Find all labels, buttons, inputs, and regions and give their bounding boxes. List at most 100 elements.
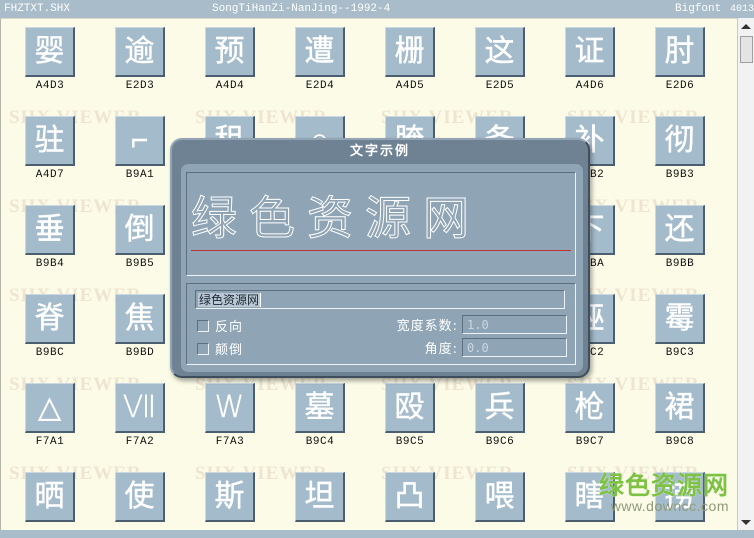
glyph-button[interactable]: 遭 — [295, 27, 345, 77]
glyph-button[interactable]: 驻 — [25, 116, 75, 166]
glyph-code-label: F7A3 — [215, 436, 245, 448]
glyph-cell[interactable]: Ⅶ F7A2 — [95, 383, 185, 448]
glyph-button[interactable]: 焦 — [115, 294, 165, 344]
glyph-button[interactable]: 坦 — [295, 472, 345, 522]
glyph-cell[interactable]: 还 B9BB — [635, 205, 725, 270]
angle-row: 角度: 0.0 — [425, 338, 567, 357]
glyph-button[interactable]: 还 — [655, 205, 705, 255]
glyph-character: 霉 — [664, 300, 695, 336]
glyph-cell[interactable]: ⌐B9A1 — [95, 116, 185, 181]
glyph-button[interactable]: 栅 — [385, 27, 435, 77]
glyph-button[interactable]: △ — [25, 383, 75, 433]
glyph-button[interactable]: 证 — [565, 27, 615, 77]
glyph-button[interactable]: 霉 — [655, 294, 705, 344]
glyph-code-label: A4D6 — [575, 80, 605, 92]
glyph-cell[interactable]: △F7A1 — [5, 383, 95, 448]
upsidedown-checkbox[interactable] — [197, 342, 209, 355]
glyph-code-label: F7A2 — [125, 436, 155, 448]
glyph-button[interactable]: 瞎 — [565, 472, 615, 522]
glyph-button[interactable]: 捞 — [655, 472, 705, 522]
glyph-cell[interactable]: 使 — [95, 472, 185, 525]
sample-text-input[interactable]: 绿色资源网 — [195, 290, 565, 309]
glyph-button[interactable]: 肘 — [655, 27, 705, 77]
text-preview-area: 绿色资源网 — [186, 172, 576, 276]
glyph-button[interactable]: W — [205, 383, 255, 433]
glyph-cell[interactable]: 斯 — [185, 472, 275, 525]
glyph-cell[interactable]: 证 A4D6 — [545, 27, 635, 92]
glyph-character: 婴 — [34, 33, 65, 69]
glyph-button[interactable]: 裙 — [655, 383, 705, 433]
glyph-button[interactable]: 枪 — [565, 383, 615, 433]
glyph-button[interactable]: Ⅶ — [115, 383, 165, 433]
glyph-button[interactable]: ⌐ — [115, 116, 165, 166]
glyph-button[interactable]: 凸 — [385, 472, 435, 522]
glyph-button[interactable]: 晒 — [25, 472, 75, 522]
glyph-button[interactable]: 婴 — [25, 27, 75, 77]
glyph-button[interactable]: 使 — [115, 472, 165, 522]
glyph-cell[interactable]: 兵 B9C6 — [455, 383, 545, 448]
angle-label: 角度: — [424, 342, 458, 357]
glyph-cell[interactable]: 栅 A4D5 — [365, 27, 455, 92]
glyph-code-label: B9C6 — [485, 436, 515, 448]
glyph-button[interactable]: 倒 — [115, 205, 165, 255]
reverse-checkbox-row[interactable]: 反向 — [197, 316, 243, 335]
angle-input[interactable]: 0.0 — [462, 338, 567, 357]
glyph-character: 倒 — [124, 211, 155, 247]
glyph-cell[interactable]: 瞎 — [545, 472, 635, 525]
glyph-cell[interactable]: 晒 — [5, 472, 95, 525]
status-bar — [0, 530, 754, 538]
glyph-button[interactable]: 殴 — [385, 383, 435, 433]
scroll-down-button[interactable] — [738, 514, 754, 530]
scrollbar-thumb[interactable] — [740, 36, 753, 63]
glyph-button[interactable]: 逾 — [115, 27, 165, 77]
upsidedown-checkbox-row[interactable]: 颠倒 — [197, 339, 243, 358]
glyph-character: 焦 — [124, 300, 155, 336]
glyph-cell[interactable]: 捞 — [635, 472, 725, 525]
glyph-button[interactable]: 预 — [205, 27, 255, 77]
glyph-button[interactable]: 斯 — [205, 472, 255, 522]
glyph-button[interactable]: 这 — [475, 27, 525, 77]
glyph-code-label: B9BB — [665, 258, 695, 270]
glyph-button[interactable]: 兵 — [475, 383, 525, 433]
glyph-cell[interactable]: 肘 E2D6 — [635, 27, 725, 92]
width-factor-input[interactable]: 1.0 — [462, 315, 567, 334]
glyph-code-label: E2D6 — [665, 80, 695, 92]
glyph-character: 捞 — [664, 478, 695, 514]
glyph-character: 斯 — [214, 478, 245, 514]
glyph-cell[interactable]: W F7A3 — [185, 383, 275, 448]
reverse-checkbox[interactable] — [197, 319, 209, 332]
glyph-cell[interactable]: 喂 — [455, 472, 545, 525]
glyph-button[interactable]: 彻 — [655, 116, 705, 166]
glyph-cell[interactable]: 坦 — [275, 472, 365, 525]
glyph-character: 裙 — [664, 389, 695, 425]
glyph-button[interactable]: 墓 — [295, 383, 345, 433]
glyph-button[interactable]: 垂 — [25, 205, 75, 255]
scroll-up-button[interactable] — [738, 18, 754, 34]
glyph-cell[interactable]: 凸 — [365, 472, 455, 525]
glyph-cell[interactable]: 焦 B9BD — [95, 294, 185, 359]
glyph-button[interactable]: 脊 — [25, 294, 75, 344]
glyph-character: 逾 — [124, 33, 155, 69]
glyph-button[interactable]: 喂 — [475, 472, 525, 522]
vertical-scrollbar[interactable] — [737, 18, 754, 530]
glyph-character: 使 — [124, 478, 155, 514]
glyph-code-label: A4D5 — [395, 80, 425, 92]
glyph-code-label: B9BD — [125, 347, 155, 359]
window-titlebar: FHZTXT.SHX SongTiHanZi-NanJing--1992-4 B… — [0, 0, 754, 18]
glyph-character: 兵 — [484, 389, 515, 425]
